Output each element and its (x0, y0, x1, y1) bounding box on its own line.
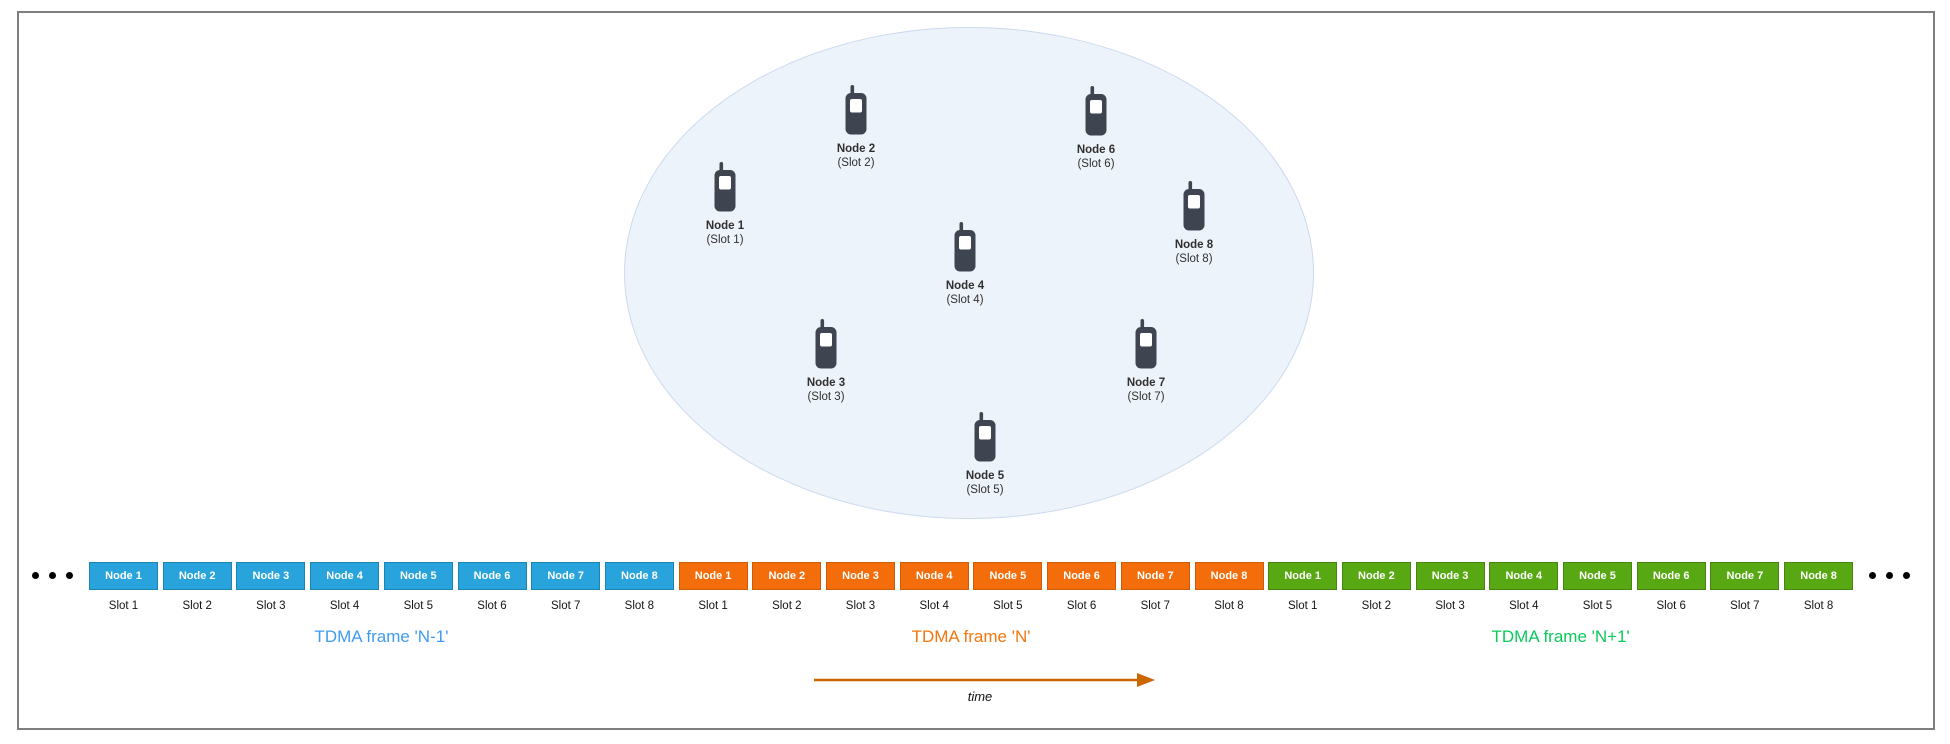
tdma-slot-cell: Node 6 (457, 562, 527, 590)
ellipsis-dot (1869, 572, 1876, 579)
tdma-slot-cell: Node 2 (752, 562, 822, 590)
mobile-phone-icon (1135, 319, 1157, 369)
tdma-slot-cell: Node 4 (899, 562, 969, 590)
slot-number-label: Slot 3 (845, 600, 876, 612)
ellipsis-dot (66, 572, 73, 579)
diagram-border (17, 11, 1935, 730)
slot-number-label: Slot 4 (1509, 600, 1539, 612)
mobile-phone-icon (815, 319, 837, 369)
network-node: Node 5 (Slot 5) (915, 412, 1055, 497)
tdma-frame-title: TDMA frame 'N-1' (314, 627, 449, 646)
tdma-slot-cell: Node 8 (604, 562, 674, 590)
node-name-label: Node 1 (705, 220, 745, 232)
node-slot-label: (Slot 6) (1077, 158, 1115, 170)
node-slot-label: (Slot 4) (946, 294, 984, 306)
ellipsis-dot (32, 572, 39, 579)
ellipsis-right (1869, 572, 1910, 579)
tdma-slot-cell: Node 8 (1784, 562, 1854, 590)
slot-number-label: Slot 5 (993, 600, 1023, 612)
slot-number-label: Slot 5 (403, 600, 433, 612)
node-name-label: Node 4 (945, 280, 985, 292)
network-node: Node 4 (Slot 4) (895, 222, 1035, 307)
tdma-slot-cell: Node 5 (383, 562, 453, 590)
tdma-frame-title: TDMA frame 'N' (911, 627, 1031, 646)
tdma-slot-cell: Node 1 (89, 562, 158, 590)
node-name-label: Node 7 (1126, 377, 1166, 389)
tdma-slot-cell: Node 7 (1710, 562, 1780, 590)
slot-number-label: Slot 8 (1803, 600, 1834, 612)
slot-number-label: Slot 8 (624, 600, 655, 612)
tdma-slot-cell: Node 3 (826, 562, 895, 590)
slot-number-label: Slot 1 (1287, 600, 1318, 612)
tdma-slot-cell: Node 7 (1120, 562, 1190, 590)
slot-number-label: Slot 7 (1730, 600, 1760, 612)
tdma-slot-cell: Node 6 (1047, 562, 1117, 590)
slot-number-label: Slot 7 (1140, 600, 1170, 612)
node-name-label: Node 3 (806, 377, 846, 389)
mobile-phone-icon (714, 162, 736, 212)
tdma-slot-cell: Node 7 (531, 562, 601, 590)
slot-number-label: Slot 4 (329, 600, 360, 612)
tdma-slot-cell: Node 2 (162, 562, 232, 590)
node-name-label: Node 8 (1174, 239, 1214, 251)
slot-number-label: Slot 2 (182, 600, 212, 612)
time-arrow (814, 673, 1155, 687)
tdma-slot-cell: Node 6 (1636, 562, 1706, 590)
node-name-label: Node 2 (836, 143, 876, 155)
tdma-slot-cell: Node 3 (1415, 562, 1485, 590)
tdma-slot-cell: Node 1 (678, 562, 748, 590)
tdma-slot-cell: Node 8 (1194, 562, 1264, 590)
tdma-slot-cell: Node 1 (1268, 562, 1338, 590)
mobile-phone-icon (845, 85, 867, 135)
ellipsis-left (32, 572, 73, 579)
slot-number-label: Slot 3 (1435, 600, 1465, 612)
slot-number-label: Slot 3 (256, 600, 286, 612)
node-slot-label: (Slot 2) (837, 157, 875, 169)
network-node: Node 3 (Slot 3) (756, 319, 896, 404)
node-slot-label: (Slot 8) (1175, 253, 1213, 265)
network-node: Node 6 (Slot 6) (1026, 86, 1166, 171)
slot-number-label: Slot 6 (477, 600, 507, 612)
slot-number-label: Slot 1 (698, 600, 728, 612)
ellipsis-dot (1903, 572, 1910, 579)
network-coverage-ellipse (624, 27, 1314, 519)
mobile-phone-icon (974, 412, 996, 462)
tdma-slot-cell: Node 4 (310, 562, 380, 590)
tdma-slot-cell: Node 4 (1489, 562, 1559, 590)
node-name-label: Node 5 (965, 470, 1005, 482)
slot-number-label: Slot 2 (772, 600, 802, 612)
slot-number-label: Slot 4 (919, 600, 949, 612)
network-node: Node 8 (Slot 8) (1124, 181, 1264, 266)
ellipsis-dot (49, 572, 56, 579)
tdma-slot-cell: Node 3 (236, 562, 306, 590)
node-name-label: Node 6 (1076, 144, 1116, 156)
slot-number-label: Slot 5 (1582, 600, 1613, 612)
node-slot-label: (Slot 7) (1127, 391, 1165, 403)
mobile-phone-icon (1085, 86, 1107, 136)
network-node: Node 1 (Slot 1) (655, 162, 795, 247)
mobile-phone-icon (1183, 181, 1205, 231)
tdma-slot-cell: Node 5 (1563, 562, 1632, 590)
slot-number-label: Slot 2 (1361, 600, 1392, 612)
node-slot-label: (Slot 1) (706, 234, 744, 246)
node-slot-label: (Slot 3) (807, 391, 845, 403)
slot-number-label: Slot 6 (1066, 600, 1097, 612)
ellipsis-dot (1886, 572, 1893, 579)
tdma-slot-cell: Node 5 (973, 562, 1043, 590)
mobile-phone-icon (954, 222, 976, 272)
slot-number-label: Slot 8 (1214, 600, 1244, 612)
time-axis-label: time (967, 689, 993, 704)
tdma-frame-title: TDMA frame 'N+1' (1491, 627, 1630, 646)
slot-number-label: Slot 6 (1656, 600, 1686, 612)
slot-number-label: Slot 7 (550, 600, 581, 612)
tdma-slot-cell: Node 2 (1341, 562, 1411, 590)
network-node: Node 2 (Slot 2) (786, 85, 926, 170)
network-node: Node 7 (Slot 7) (1076, 319, 1216, 404)
slot-number-label: Slot 1 (108, 600, 139, 612)
node-slot-label: (Slot 5) (966, 484, 1004, 496)
